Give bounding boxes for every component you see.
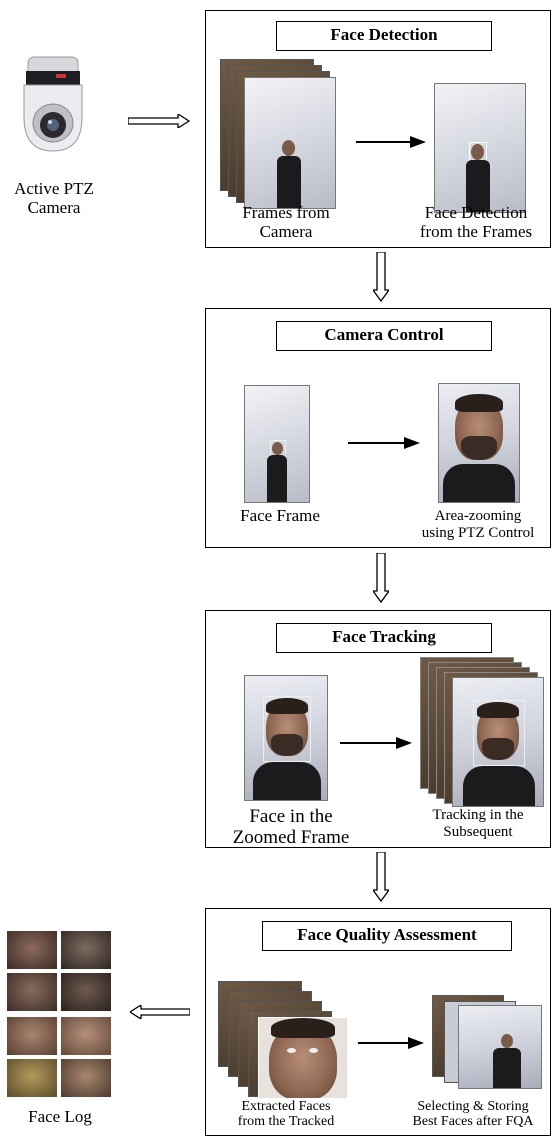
face-log-grid bbox=[6, 930, 114, 1102]
camera-frame-image bbox=[244, 77, 336, 209]
hollow-arrow-down-icon bbox=[373, 252, 389, 302]
frame-stack bbox=[220, 59, 340, 209]
face-log-thumbnail bbox=[60, 1058, 112, 1098]
left-caption: Frames from Camera bbox=[242, 203, 330, 241]
left-caption: Face Frame bbox=[240, 506, 320, 525]
left-caption: Face in the Zoomed Frame bbox=[232, 807, 350, 847]
face-log-thumbnail bbox=[6, 972, 58, 1012]
right-caption: Selecting & Storing Best Faces after FQA bbox=[412, 1099, 534, 1130]
face-log-thumbnail bbox=[60, 1016, 112, 1056]
hollow-arrow-left-icon bbox=[130, 1005, 190, 1019]
panel-title: Face Detection bbox=[276, 21, 492, 51]
panel-title: Face Quality Assessment bbox=[262, 921, 512, 951]
left-caption: Extracted Faces from the Tracked bbox=[237, 1099, 335, 1130]
panel-title: Camera Control bbox=[276, 321, 492, 351]
face-log-thumbnail bbox=[60, 930, 112, 970]
face-log-thumbnail bbox=[60, 972, 112, 1012]
arrow-right-icon bbox=[340, 737, 412, 749]
right-caption: Tracking in the Subsequent bbox=[432, 807, 524, 840]
hollow-arrow-down-icon bbox=[373, 852, 389, 902]
camera-label: Active PTZ Camera bbox=[14, 179, 94, 217]
best-face-image bbox=[458, 1005, 542, 1089]
ptz-camera-icon bbox=[16, 55, 90, 155]
tracking-frame-stack bbox=[420, 657, 546, 807]
face-log-thumbnail bbox=[6, 1016, 58, 1056]
panel-title: Face Tracking bbox=[276, 623, 492, 653]
face-log-thumbnail bbox=[6, 930, 58, 970]
face-tracking-panel: Face Tracking Face in the Zoomed Frame T… bbox=[205, 610, 551, 848]
arrow-right-icon bbox=[358, 1037, 424, 1049]
face-log-thumbnail bbox=[6, 1058, 58, 1098]
extracted-face-image bbox=[258, 1017, 348, 1099]
arrow-right-icon bbox=[356, 136, 426, 148]
zoomed-frame-image bbox=[244, 675, 328, 801]
detected-face-image bbox=[434, 83, 526, 213]
best-faces-stack bbox=[432, 995, 544, 1091]
tracked-frame-image bbox=[452, 677, 544, 807]
face-frame-image bbox=[244, 385, 310, 503]
hollow-arrow-right-icon bbox=[128, 114, 190, 128]
face-detection-panel: Face Detection Frames from Camera Face D… bbox=[205, 10, 551, 248]
right-caption: Face Detection from the Frames bbox=[419, 203, 533, 241]
right-caption: Area-zooming using PTZ Control bbox=[421, 508, 535, 541]
face-log-label: Face Log bbox=[28, 1107, 92, 1126]
extracted-faces-stack bbox=[218, 981, 350, 1099]
hollow-arrow-down-icon bbox=[373, 553, 389, 603]
face-quality-assessment-panel: Face Quality Assessment Extracted Faces … bbox=[205, 908, 551, 1136]
camera-control-panel: Camera Control Face Frame Area-zooming u… bbox=[205, 308, 551, 548]
arrow-right-icon bbox=[348, 437, 420, 449]
zoomed-face-image bbox=[438, 383, 520, 503]
